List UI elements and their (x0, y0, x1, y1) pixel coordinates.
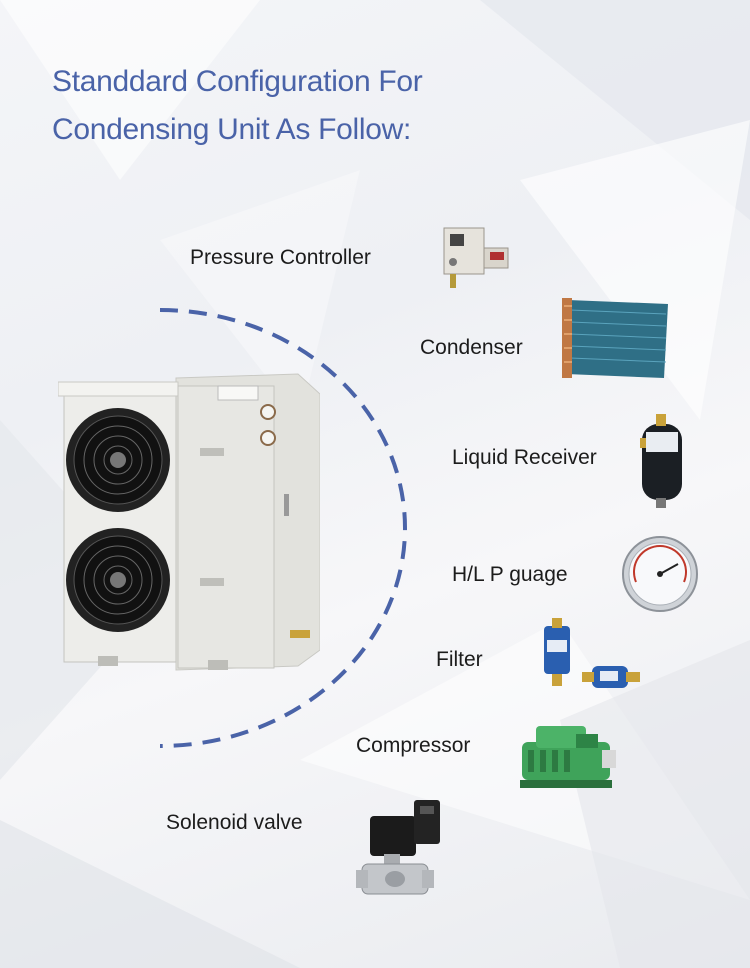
condenser-icon (562, 298, 668, 378)
pressure-gauge-icon (622, 536, 698, 612)
condensing-unit-image (58, 373, 320, 671)
label-solenoid-valve: Solenoid valve (166, 811, 303, 834)
title-line-1: Standdard Configuration For (52, 65, 423, 98)
label-condenser: Condenser (420, 336, 523, 359)
label-filter: Filter (436, 648, 483, 671)
label-liquid-receiver: Liquid Receiver (452, 446, 597, 469)
solenoid-valve-icon (356, 800, 440, 895)
title-line-2: Condensing Unit As Follow: (52, 113, 412, 146)
label-pressure-gauge: H/L P guage (452, 563, 568, 586)
page-title: Standdard Configuration For Condensing U… (52, 58, 423, 154)
liquid-receiver-icon (640, 414, 682, 508)
filter-drier-icon (544, 618, 640, 688)
pressure-controller-icon (443, 227, 509, 288)
label-compressor: Compressor (356, 734, 471, 757)
compressor-icon (520, 726, 616, 788)
label-pressure-controller: Pressure Controller (190, 246, 371, 269)
